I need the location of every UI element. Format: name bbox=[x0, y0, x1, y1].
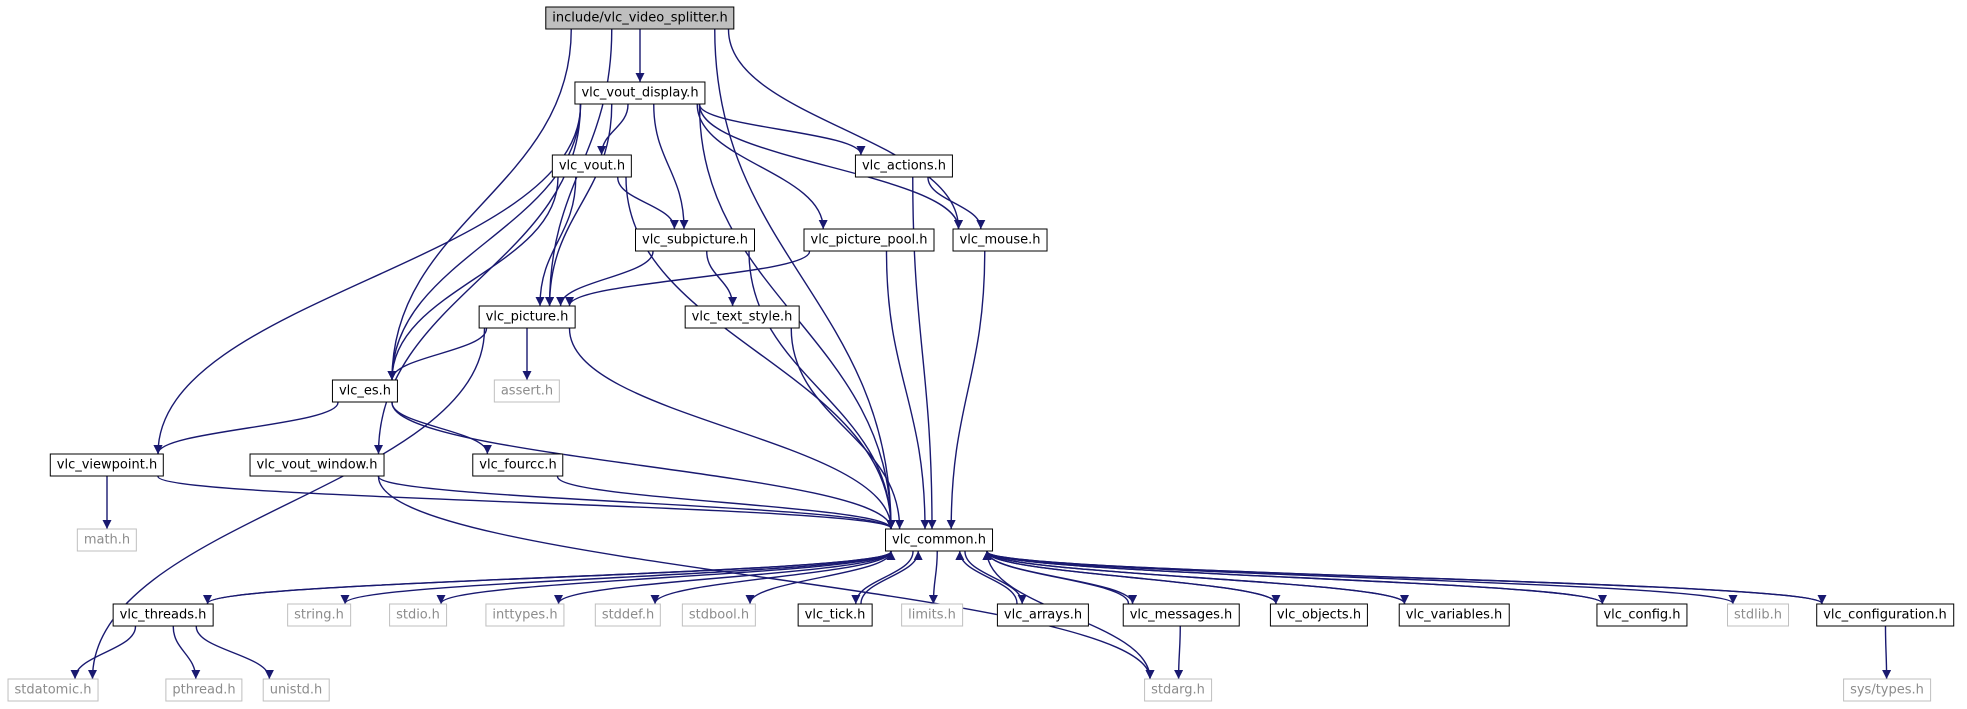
node-stdbool: stdbool.h bbox=[681, 603, 757, 627]
node-inttypes: inttypes.h bbox=[485, 603, 565, 627]
edge-vout-to-subpicture bbox=[617, 177, 679, 229]
node-systypes: sys/types.h bbox=[1843, 678, 1931, 702]
node-text-style[interactable]: vlc_text_style.h bbox=[684, 305, 800, 329]
edge-messages-to-stdarg bbox=[1174, 626, 1184, 679]
edge-subpicture-to-common bbox=[748, 251, 896, 529]
edge-common-to-arrays bbox=[964, 551, 1027, 604]
edge-vout-window-to-common bbox=[377, 475, 896, 530]
node-stddef: stddef.h bbox=[594, 603, 662, 627]
edge-common-to-inttypes bbox=[554, 551, 892, 604]
edge-configuration-to-systypes bbox=[1882, 626, 1892, 679]
edge-vout-window-to-stdarg bbox=[377, 476, 1155, 679]
edge-common-to-string bbox=[340, 550, 892, 605]
node-objects[interactable]: vlc_objects.h bbox=[1269, 603, 1369, 627]
node-stdatomic: stdatomic.h bbox=[7, 678, 99, 702]
edge-threads-to-pthread bbox=[172, 626, 201, 679]
node-configuration[interactable]: vlc_configuration.h bbox=[1816, 603, 1954, 627]
node-mouse[interactable]: vlc_mouse.h bbox=[952, 228, 1048, 252]
edge-picture-pool-to-common bbox=[885, 251, 930, 529]
node-stdio: stdio.h bbox=[389, 603, 447, 627]
node-picture[interactable]: vlc_picture.h bbox=[478, 305, 576, 329]
edge-threads-to-common bbox=[206, 550, 896, 605]
edge-vout-to-es bbox=[387, 177, 559, 380]
edge-threads-to-unistd bbox=[195, 626, 274, 679]
edge-config-to-common bbox=[982, 550, 1604, 605]
node-fourcc[interactable]: vlc_fourcc.h bbox=[472, 453, 564, 477]
node-vout-display[interactable]: vlc_vout_display.h bbox=[574, 81, 706, 105]
node-picture-pool[interactable]: vlc_picture_pool.h bbox=[803, 228, 935, 252]
edge-root-to-es bbox=[387, 29, 572, 380]
edge-threads-to-stdatomic bbox=[70, 626, 137, 679]
edge-messages-to-common bbox=[982, 551, 1130, 604]
edge-picture-to-common bbox=[568, 328, 896, 529]
node-math: math.h bbox=[76, 528, 138, 552]
node-stdarg: stdarg.h bbox=[1144, 678, 1212, 702]
edge-common-to-tick bbox=[851, 551, 914, 604]
node-limits: limits.h bbox=[901, 603, 963, 627]
node-pthread: pthread.h bbox=[165, 678, 243, 702]
node-threads[interactable]: vlc_threads.h bbox=[112, 603, 214, 627]
node-config[interactable]: vlc_config.h bbox=[1596, 603, 1688, 627]
edge-subpicture-to-text-style bbox=[706, 251, 738, 306]
edge-vout-display-to-picture bbox=[545, 104, 613, 306]
node-variables[interactable]: vlc_variables.h bbox=[1398, 603, 1510, 627]
edge-vout-to-picture bbox=[535, 177, 577, 306]
edge-common-to-stdio bbox=[436, 550, 892, 605]
node-assert: assert.h bbox=[493, 379, 561, 403]
edge-variables-to-common bbox=[982, 550, 1406, 605]
edge-vout-display-to-mouse bbox=[698, 104, 963, 229]
edge-common-to-limits bbox=[928, 551, 938, 604]
node-subpicture[interactable]: vlc_subpicture.h bbox=[635, 228, 755, 252]
edge-root-to-mouse bbox=[727, 29, 963, 229]
edge-common-to-stdbool bbox=[745, 551, 892, 604]
edge-configuration-to-common bbox=[982, 550, 1823, 605]
node-string: string.h bbox=[287, 603, 351, 627]
edge-root-to-common bbox=[714, 29, 896, 529]
edge-objects-to-common bbox=[982, 551, 1277, 604]
edge-vout-display-to-actions bbox=[698, 104, 866, 155]
edge-es-to-fourcc bbox=[391, 402, 492, 454]
node-messages[interactable]: vlc_messages.h bbox=[1122, 603, 1240, 627]
edge-es-to-viewpoint bbox=[153, 402, 339, 454]
edge-subpicture-to-picture bbox=[556, 251, 654, 306]
node-vout[interactable]: vlc_vout.h bbox=[551, 154, 633, 178]
edge-es-to-common bbox=[391, 402, 896, 529]
edge-fourcc-to-common bbox=[556, 476, 896, 529]
dependency-edges bbox=[70, 29, 1892, 679]
edge-vout-display-to-es bbox=[387, 104, 582, 380]
edge-picture-to-es bbox=[387, 328, 488, 380]
node-viewpoint[interactable]: vlc_viewpoint.h bbox=[49, 453, 165, 477]
node-es[interactable]: vlc_es.h bbox=[331, 379, 399, 403]
node-actions[interactable]: vlc_actions.h bbox=[854, 154, 954, 178]
edge-picture-pool-to-picture bbox=[565, 251, 811, 306]
edge-tick-to-common bbox=[860, 551, 923, 604]
edge-vout-display-to-picture-pool bbox=[696, 104, 828, 229]
node-stdlib: stdlib.h bbox=[1727, 603, 1789, 627]
node-common[interactable]: vlc_common.h bbox=[885, 528, 993, 552]
edge-common-to-stdlib bbox=[986, 550, 1738, 605]
edge-arrays-to-common bbox=[955, 551, 1018, 604]
node-root[interactable]: include/vlc_video_splitter.h bbox=[545, 6, 735, 30]
edge-viewpoint-to-common bbox=[157, 475, 896, 530]
edge-vout-display-to-vout bbox=[597, 104, 629, 155]
node-arrays[interactable]: vlc_arrays.h bbox=[996, 603, 1090, 627]
node-tick[interactable]: vlc_tick.h bbox=[797, 603, 873, 627]
edge-text-style-to-common bbox=[790, 328, 905, 529]
edge-common-to-stddef bbox=[650, 551, 892, 604]
edge-mouse-to-common bbox=[946, 251, 986, 529]
node-vout-window[interactable]: vlc_vout_window.h bbox=[249, 453, 385, 477]
node-unistd: unistd.h bbox=[262, 678, 330, 702]
edge-vout-display-to-subpicture bbox=[653, 104, 689, 229]
edge-actions-to-mouse bbox=[927, 177, 986, 229]
